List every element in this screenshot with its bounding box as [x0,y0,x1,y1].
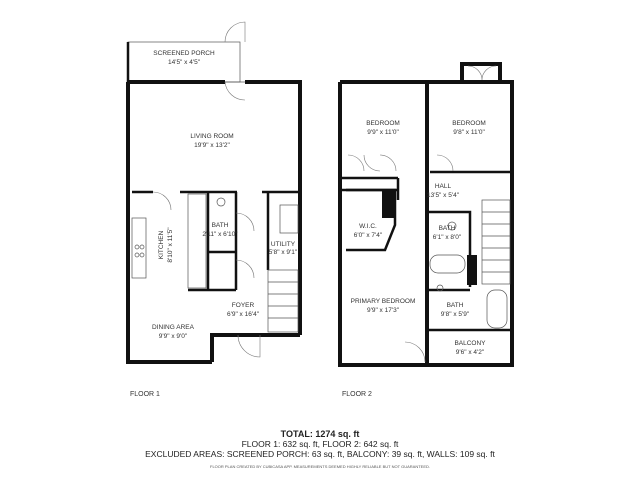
area-summary: TOTAL: 1274 sq. ft FLOOR 1: 632 sq. ft, … [0,429,640,472]
room-dims: 9'9" x 11'0" [367,129,399,136]
room-name: BATH [212,222,229,229]
room-name: HALL [435,183,452,190]
room-name: BATH [439,225,456,232]
room-dims: 9'8" x 11'0" [453,129,485,136]
total-area: TOTAL: 1274 sq. ft [280,429,360,439]
disclaimer: FLOOR PLAN CREATED BY CUBICASA APP. MEAS… [210,464,430,469]
room-name: SCREENED PORCH [153,50,215,57]
room-dims: 8'10" x 11'5" [167,227,174,263]
floor2-stairs [481,199,511,285]
room-dims: 9'9" x 17'3" [367,307,400,314]
room-name: FOYER [232,302,255,309]
room-name: LIVING ROOM [190,133,233,140]
floor1-stairs [267,269,299,333]
excluded-areas: EXCLUDED AREAS: SCREENED PORCH: 63 sq. f… [145,449,495,459]
floor1-outer-wall [126,80,302,364]
room-dims: 9'8" x 5'9" [441,311,470,318]
room-name: DINING AREA [152,324,195,331]
room-name: UTILITY [271,241,296,248]
room-name: BEDROOM [366,120,400,127]
room-dims: 5'8" x 9'1" [269,249,298,256]
floor-areas: FLOOR 1: 632 sq. ft, FLOOR 2: 642 sq. ft [241,439,399,449]
living-door [224,81,246,101]
room-dims: 6'9" x 16'4" [227,311,260,318]
room-dims: 19'9" x 13'2" [194,142,230,149]
room-name: BEDROOM [452,120,486,127]
room-dims: 13'5" x 5'4" [427,192,460,199]
room-name: W.I.C. [359,223,377,230]
floor2-plan: BEDROOM 9'9" x 11'0" BEDROOM 9'8" x 11'0… [338,62,514,367]
room-name: KITCHEN [158,230,165,259]
room-dims: 9'9" x 9'0" [159,333,188,340]
floor2-label: FLOOR 2 [342,391,372,398]
room-dims: 9'6" x 4'2" [456,349,485,356]
room-dims: 2'11" x 6'10" [202,231,238,238]
entry-door [237,334,261,358]
floor1-plan: SCREENED PORCH 14'5" x 4'5" LIVING ROOM … [126,21,302,364]
floor1-label: FLOOR 1 [130,391,160,398]
porch-door [224,21,246,43]
room-dims: 14'5" x 4'5" [168,59,201,66]
room-dims: 6'1" x 8'0" [433,234,462,241]
room-name: PRIMARY BEDROOM [351,298,416,305]
room-dims: 6'0" x 7'4" [354,232,383,239]
room-name: BATH [447,302,464,309]
room-name: BALCONY [454,340,486,347]
